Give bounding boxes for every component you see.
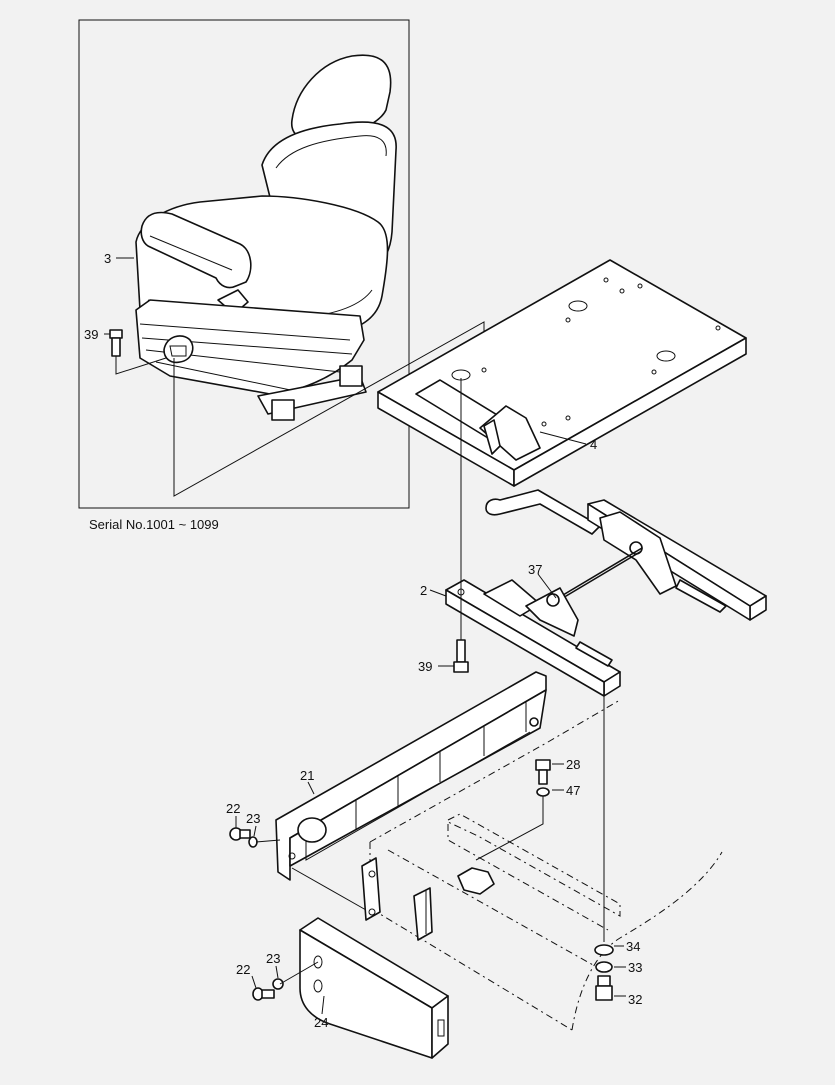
callout-39-lower: 39 (418, 659, 432, 674)
washer-23-lower (272, 978, 284, 990)
bolt-22-upper-axis (255, 839, 281, 843)
cable (555, 551, 641, 603)
bolt-28-axis (475, 796, 544, 861)
callout-39-inset: 39 (84, 327, 98, 342)
callout-32: 32 (628, 992, 642, 1007)
callout-33: 33 (628, 960, 642, 975)
bolt-39-lower (453, 639, 469, 673)
inset-frame (78, 19, 410, 509)
cover-21 (275, 671, 547, 881)
washer-34 (594, 944, 614, 956)
callout-28: 28 (566, 757, 580, 772)
bolt-leader-a (115, 356, 167, 375)
callout-22-lower: 22 (236, 962, 250, 977)
bolt-28 (535, 759, 551, 785)
leader-lines (104, 257, 626, 1015)
callout-23-upper: 23 (246, 811, 260, 826)
seat-plate (377, 259, 747, 487)
cover-24 (299, 917, 449, 1059)
callout-22-upper: 22 (226, 801, 240, 816)
plate-nut (457, 867, 495, 895)
callout-21: 21 (300, 768, 314, 783)
bracket-a (361, 857, 381, 921)
bolt-39-inset (109, 329, 123, 357)
washer-47 (536, 787, 550, 797)
serial-caption: Serial No.1001 ~ 1099 (89, 517, 219, 532)
cable-inner (557, 547, 643, 599)
callout-3: 3 (104, 251, 111, 266)
callout-2: 2 (420, 583, 427, 598)
callout-34: 34 (626, 939, 640, 954)
callout-24: 24 (314, 1015, 328, 1030)
callout-47: 47 (566, 783, 580, 798)
bracket-b (413, 887, 433, 941)
slide-rail-left (445, 579, 621, 697)
bolt-22-upper (229, 827, 251, 841)
cover-leader (291, 867, 367, 911)
callout-37: 37 (528, 562, 542, 577)
washer-33 (595, 961, 613, 973)
callout-4: 4 (590, 437, 597, 452)
seat-assembly (135, 54, 397, 421)
bolt-22-lower-axis (279, 961, 319, 985)
callout-23-lower: 23 (266, 951, 280, 966)
washer-23-upper (248, 836, 258, 848)
bolt-22-lower (252, 987, 275, 1001)
bolt-32 (595, 975, 613, 1001)
